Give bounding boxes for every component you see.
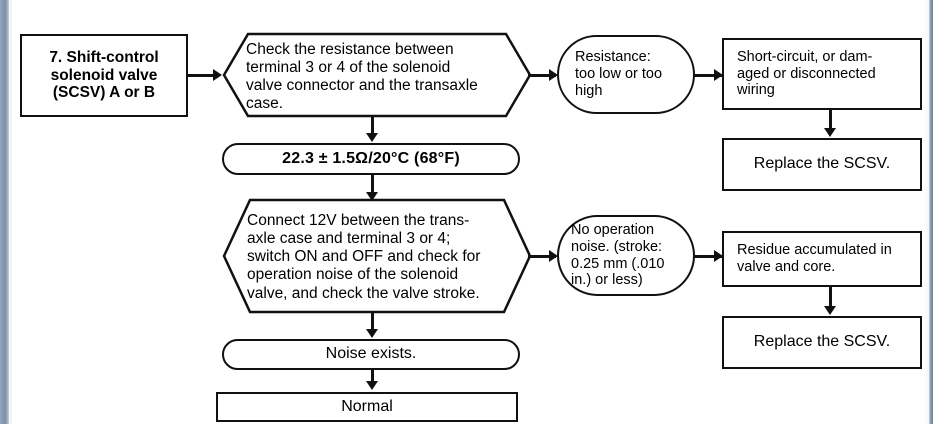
- arrowhead-no-noise-to-residue: [714, 250, 723, 262]
- arrowhead-connect12v-to-no-noise: [549, 250, 558, 262]
- arrowhead-check-to-resistance-fault: [549, 69, 558, 81]
- connector-check-to-resistance-fault: [528, 74, 556, 77]
- arrowhead-short-to-replace1: [824, 128, 836, 137]
- node-residue[interactable]: Residue accumulated in valve and core.: [722, 231, 922, 287]
- arrowhead-noise-exists-to-normal: [366, 381, 378, 390]
- connector-spec-to-connect12v: [371, 175, 374, 198]
- hexagon-outline-2: [222, 198, 532, 314]
- arrowhead-residue-to-replace2: [824, 306, 836, 315]
- node-replace-scsv-2-label: Replace the SCSV.: [753, 333, 891, 351]
- arrowhead-spec-to-connect12v: [366, 192, 378, 201]
- node-connect-12v[interactable]: Connect 12V between the trans- axle case…: [222, 198, 532, 314]
- arrowhead-resistance-fault-to-short: [714, 69, 723, 81]
- node-residue-label: Residue accumulated in valve and core.: [737, 242, 892, 275]
- node-replace-scsv-1[interactable]: Replace the SCSV.: [722, 138, 922, 191]
- node-normal[interactable]: Normal: [216, 392, 518, 422]
- connector-check-to-spec: [371, 116, 374, 137]
- node-short-circuit-label: Short-circuit, or dam- aged or disconnec…: [737, 48, 876, 99]
- arrowhead-start-to-check: [213, 69, 222, 81]
- page-edge-right-inner: [925, 0, 929, 424]
- node-resistance-spec[interactable]: 22.3 ± 1.5Ω/20°C (68°F): [222, 143, 520, 175]
- node-replace-scsv-2[interactable]: Replace the SCSV.: [722, 316, 922, 369]
- connector-connect12v-to-noise-exists: [371, 312, 374, 334]
- node-resistance-fault[interactable]: Resistance: too low or too high: [557, 35, 695, 114]
- connector-no-noise-to-residue: [694, 255, 722, 258]
- node-replace-scsv-1-label: Replace the SCSV.: [753, 155, 891, 173]
- node-resistance-fault-label: Resistance: too low or too high: [575, 49, 663, 99]
- node-noise-exists-label: Noise exists.: [325, 345, 417, 363]
- connector-connect12v-to-no-noise: [528, 255, 556, 258]
- node-connect-12v-label: Connect 12V between the trans- axle case…: [247, 212, 481, 302]
- page-edge-right: [929, 0, 933, 424]
- hexagon-outline: [222, 32, 532, 118]
- node-start-box[interactable]: 7. Shift-control solenoid valve (SCSV) A…: [20, 34, 188, 117]
- connector-resistance-fault-to-short: [694, 74, 722, 77]
- node-normal-label: Normal: [341, 397, 393, 415]
- connector-start-to-check: [188, 74, 217, 77]
- node-check-resistance-label: Check the resistance between terminal 3 …: [246, 41, 478, 113]
- node-short-circuit[interactable]: Short-circuit, or dam- aged or disconnec…: [722, 38, 922, 110]
- node-noise-exists[interactable]: Noise exists.: [222, 339, 520, 370]
- node-no-operation-noise[interactable]: No operation noise. (stroke: 0.25 mm (.0…: [557, 215, 695, 296]
- arrowhead-connect12v-to-noise-exists: [366, 329, 378, 338]
- arrowhead-check-to-spec: [366, 133, 378, 142]
- node-check-resistance[interactable]: Check the resistance between terminal 3 …: [222, 32, 532, 118]
- node-no-operation-noise-label: No operation noise. (stroke: 0.25 mm (.0…: [571, 221, 665, 289]
- connector-noise-exists-to-normal: [371, 370, 374, 386]
- connector-residue-to-replace2: [829, 287, 832, 311]
- node-resistance-spec-label: 22.3 ± 1.5Ω/20°C (68°F): [282, 149, 460, 167]
- node-start-box-label: 7. Shift-control solenoid valve (SCSV) A…: [49, 48, 159, 102]
- page-edge-left-inner: [9, 0, 12, 424]
- page-edge-left: [0, 0, 9, 424]
- connector-short-to-replace1: [829, 110, 832, 133]
